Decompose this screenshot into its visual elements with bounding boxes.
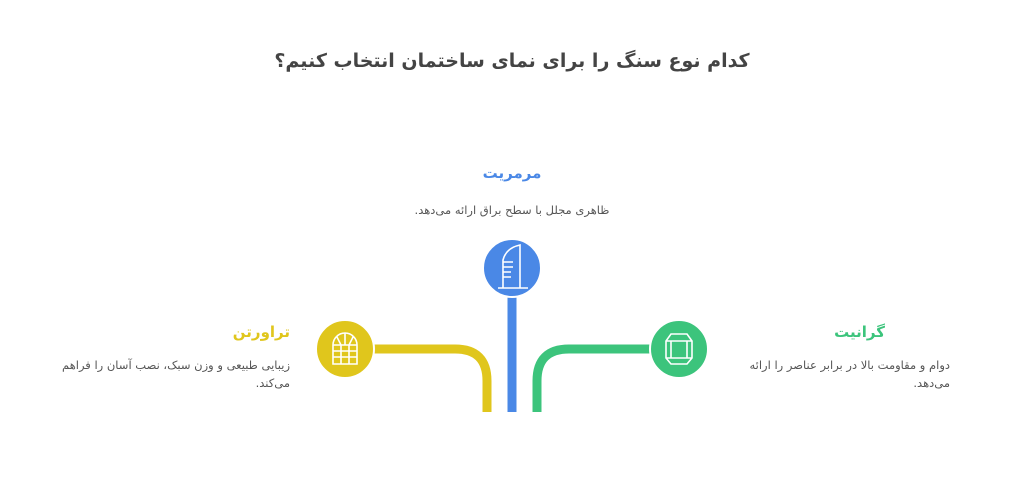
building-icon — [482, 238, 542, 298]
option-label-marble: مرمریت — [482, 164, 542, 182]
connector-granite — [532, 344, 651, 412]
connector-travertine — [373, 344, 492, 412]
diagram-title: کدام نوع سنگ را برای نمای ساختمان انتخاب… — [274, 50, 750, 72]
arched-window-icon — [315, 319, 375, 379]
option-label-travertine: تراورتن — [232, 323, 290, 341]
option-desc-travertine: زیبایی طبیعی و وزن سبک، نصب آسان را فراه… — [62, 358, 290, 390]
prism-icon — [649, 319, 709, 379]
option-desc-granite: دوام و مقاومت بالا در برابر عناصر را ارا… — [749, 358, 950, 390]
option-label-granite: گرانیت — [834, 323, 885, 341]
option-desc-marble: ظاهری مجلل با سطح براق ارائه می‌دهد. — [414, 203, 610, 217]
